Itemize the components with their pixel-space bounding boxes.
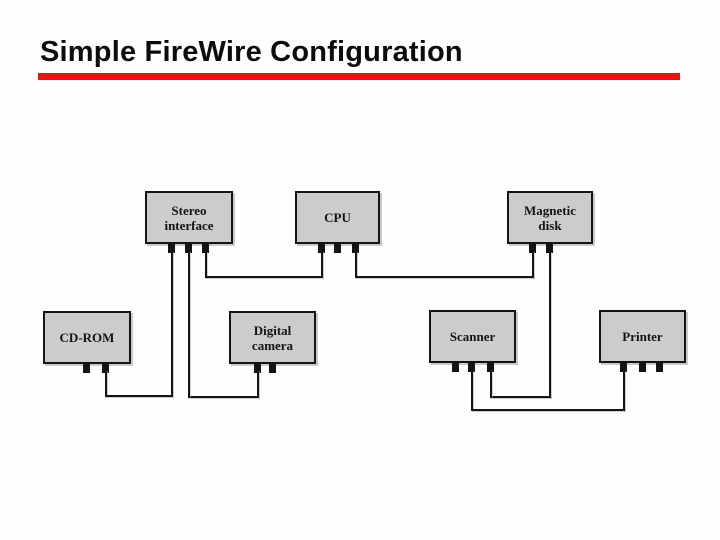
device-label-cd-rom: CD-ROM bbox=[60, 330, 115, 345]
cable-magnetic-disk-to-scanner bbox=[490, 396, 551, 398]
firewire-port-icon bbox=[83, 364, 90, 373]
device-box-cd-rom: CD-ROM bbox=[43, 311, 131, 364]
cable-digital-camera-to-stereo-interface bbox=[257, 370, 259, 398]
firewire-port-icon bbox=[318, 244, 325, 253]
firewire-port-icon bbox=[102, 364, 109, 373]
slide-title: Simple FireWire Configuration bbox=[40, 36, 463, 68]
cable-cpu-to-magnetic-disk bbox=[532, 251, 534, 278]
firewire-port-icon bbox=[546, 244, 553, 253]
cable-cpu-to-magnetic-disk bbox=[355, 251, 357, 278]
device-label-scanner: Scanner bbox=[450, 329, 496, 344]
device-label-printer: Printer bbox=[622, 329, 662, 344]
device-label-line: Stereo bbox=[171, 202, 207, 218]
title-underline bbox=[38, 73, 680, 80]
firewire-port-icon bbox=[168, 244, 175, 253]
device-label-line: camera bbox=[251, 337, 294, 353]
firewire-port-icon bbox=[487, 363, 494, 372]
firewire-port-icon bbox=[452, 363, 459, 372]
cable-scanner-to-printer bbox=[471, 409, 625, 411]
device-label-line: CD-ROM bbox=[59, 330, 115, 345]
firewire-port-icon bbox=[529, 244, 536, 253]
cable-digital-camera-to-stereo-interface bbox=[188, 251, 190, 398]
cable-cd-rom-to-stereo-interface bbox=[105, 395, 173, 397]
device-label-line: Printer bbox=[622, 329, 663, 344]
cable-cpu-to-magnetic-disk bbox=[355, 276, 534, 278]
device-label-line: disk bbox=[538, 217, 562, 233]
cable-scanner-to-printer bbox=[623, 370, 625, 411]
firewire-port-icon bbox=[254, 364, 261, 373]
firewire-port-icon bbox=[185, 244, 192, 253]
cable-cd-rom-to-stereo-interface bbox=[105, 370, 107, 397]
firewire-port-icon bbox=[202, 244, 209, 253]
cable-scanner-to-printer bbox=[471, 370, 473, 411]
firewire-port-icon bbox=[334, 244, 341, 253]
device-label-line: CPU bbox=[324, 210, 351, 225]
cable-magnetic-disk-to-scanner bbox=[549, 251, 551, 398]
firewire-port-icon bbox=[269, 364, 276, 373]
device-box-printer: Printer bbox=[599, 310, 686, 363]
device-label-line: Scanner bbox=[449, 329, 496, 344]
cable-stereo-interface-to-cpu bbox=[205, 276, 323, 278]
cable-stereo-interface-to-cpu bbox=[205, 251, 207, 278]
device-box-scanner: Scanner bbox=[429, 310, 516, 363]
device-box-cpu: CPU bbox=[295, 191, 380, 244]
device-label-line: Digital bbox=[253, 322, 292, 338]
device-label-line: Magnetic bbox=[524, 202, 576, 218]
cable-digital-camera-to-stereo-interface bbox=[188, 396, 259, 398]
firewire-port-icon bbox=[620, 363, 627, 372]
cable-cd-rom-to-stereo-interface bbox=[171, 251, 173, 397]
device-label-cpu: CPU bbox=[324, 210, 351, 225]
firewire-port-icon bbox=[656, 363, 663, 372]
cable-stereo-interface-to-cpu bbox=[321, 251, 323, 278]
cable-magnetic-disk-to-scanner bbox=[490, 370, 492, 398]
firewire-port-icon bbox=[639, 363, 646, 372]
firewire-port-icon bbox=[468, 363, 475, 372]
firewire-port-icon bbox=[352, 244, 359, 253]
device-label-line: interface bbox=[164, 217, 214, 233]
